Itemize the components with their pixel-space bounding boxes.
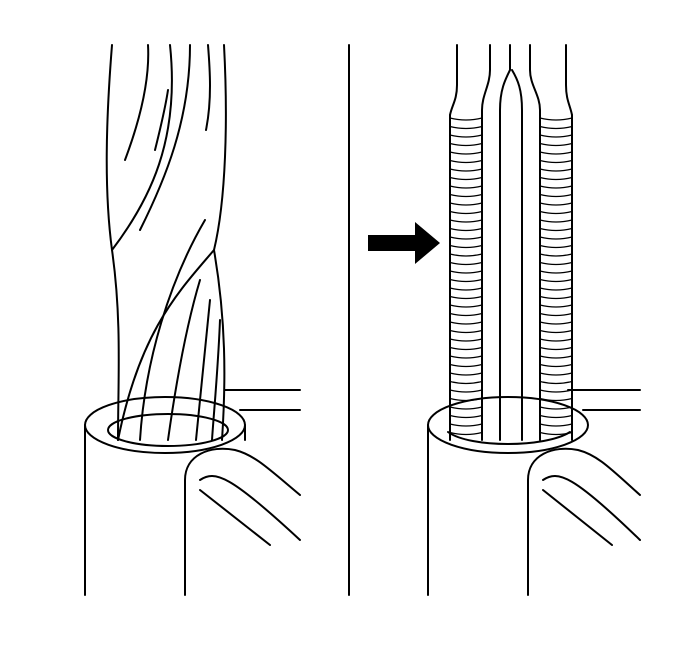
ridge-line xyxy=(539,406,573,410)
shank-top xyxy=(449,44,573,441)
ridge-line xyxy=(449,142,483,147)
ridge-line xyxy=(539,202,573,206)
left-panel-twisted-wire xyxy=(84,44,301,596)
ridge-line xyxy=(449,185,483,189)
ridge-line xyxy=(539,423,573,427)
ridge-line xyxy=(539,168,573,172)
ridge-line xyxy=(449,312,483,317)
ridge-line xyxy=(539,117,573,121)
ridge-line xyxy=(449,261,483,266)
ridge-line xyxy=(539,151,573,155)
ridge-line xyxy=(449,346,483,351)
ridge-line xyxy=(449,406,483,410)
ridge-line xyxy=(539,125,573,130)
ridge-line xyxy=(449,202,483,206)
ridge-line xyxy=(449,355,483,359)
ridge-line xyxy=(449,151,483,155)
ridge-line xyxy=(449,159,483,164)
ridge-line xyxy=(539,329,573,334)
ridge-line xyxy=(449,321,483,325)
ridge-line xyxy=(449,414,483,419)
ridge-line xyxy=(449,304,483,308)
ridge-line xyxy=(449,372,483,376)
ridge-line xyxy=(539,270,573,274)
ridge-line xyxy=(449,363,483,368)
ridge-line xyxy=(449,134,483,138)
ridge-line xyxy=(449,338,483,342)
ridge-line xyxy=(539,185,573,189)
ridge-line xyxy=(449,389,483,393)
ridge-line xyxy=(449,227,483,232)
ridge-line xyxy=(539,134,573,138)
ridge-line xyxy=(539,227,573,232)
ridge-line xyxy=(539,176,573,181)
ridge-line xyxy=(539,159,573,164)
ridge-line xyxy=(539,278,573,283)
shank-ridges xyxy=(449,117,573,436)
ridge-line xyxy=(539,372,573,376)
ridge-line xyxy=(449,125,483,130)
ridge-line xyxy=(449,176,483,181)
ridge-line xyxy=(449,236,483,240)
ridge-line xyxy=(539,295,573,300)
ridge-line xyxy=(539,304,573,308)
ridge-line xyxy=(449,431,483,436)
ridge-line xyxy=(539,287,573,291)
ridge-line xyxy=(539,363,573,368)
ridge-line xyxy=(449,380,483,385)
ridge-line xyxy=(539,321,573,325)
ridge-line xyxy=(449,278,483,283)
ridge-line xyxy=(449,253,483,257)
ridge-line xyxy=(539,414,573,419)
ridge-line xyxy=(539,210,573,215)
ridge-line xyxy=(449,210,483,215)
ridge-line xyxy=(449,423,483,427)
ridge-line xyxy=(449,295,483,300)
ridge-line xyxy=(539,253,573,257)
ridge-line xyxy=(539,219,573,223)
right-terminal-barrel xyxy=(427,389,641,596)
ridge-line xyxy=(449,219,483,223)
right-arrow-icon xyxy=(368,222,440,264)
ridge-line xyxy=(449,329,483,334)
ridge-line xyxy=(449,168,483,172)
ridge-line xyxy=(449,244,483,249)
ridge-line xyxy=(449,193,483,198)
twisted-strands xyxy=(105,44,227,441)
ridge-line xyxy=(539,355,573,359)
ridge-line xyxy=(539,261,573,266)
ridge-line xyxy=(449,270,483,274)
ridge-line xyxy=(539,346,573,351)
ridge-line xyxy=(539,338,573,342)
ridge-line xyxy=(449,287,483,291)
ridge-line xyxy=(449,117,483,121)
ridge-line xyxy=(539,312,573,317)
right-panel-ridged-shank xyxy=(368,44,641,596)
ridge-line xyxy=(539,142,573,147)
ridge-line xyxy=(539,236,573,240)
ridge-line xyxy=(539,193,573,198)
ridge-line xyxy=(539,244,573,249)
left-terminal-barrel xyxy=(84,389,301,596)
ridge-line xyxy=(539,380,573,385)
